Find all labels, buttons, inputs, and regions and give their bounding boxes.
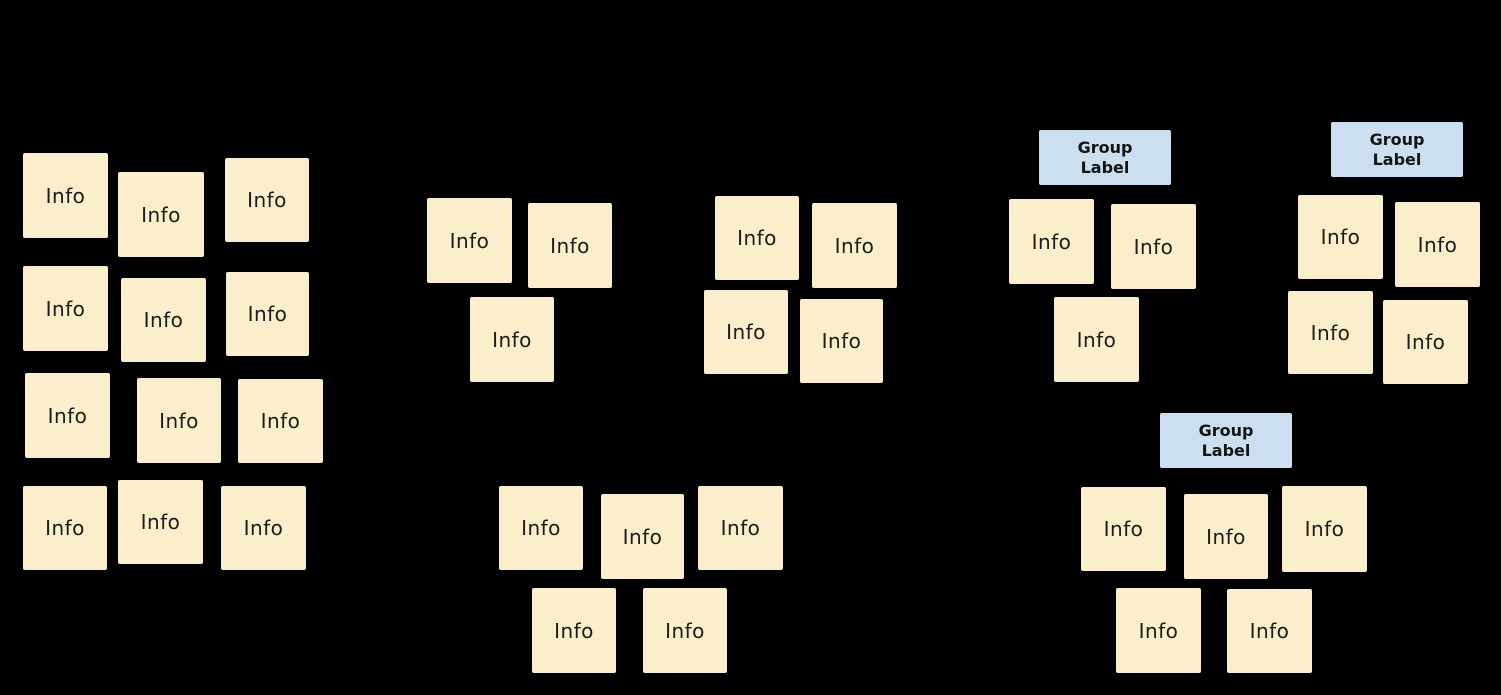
- sticky-note-label: Info: [1103, 517, 1144, 541]
- sticky-note[interactable]: Info: [812, 203, 897, 288]
- sticky-note-label: Info: [1304, 517, 1345, 541]
- sticky-note-label: Info: [140, 510, 181, 534]
- sticky-note[interactable]: Info: [800, 299, 883, 383]
- sticky-note[interactable]: Info: [528, 203, 612, 288]
- sticky-note[interactable]: Info: [226, 272, 309, 356]
- sticky-note-label: Info: [243, 516, 284, 540]
- sticky-note-label: Info: [821, 329, 862, 353]
- sticky-note-label: Info: [1138, 618, 1179, 643]
- sticky-note[interactable]: Info: [1081, 487, 1166, 571]
- sticky-note-label: Info: [1133, 234, 1174, 259]
- sticky-note-label: Info: [737, 226, 777, 250]
- sticky-note-label: Info: [260, 409, 301, 433]
- sticky-note[interactable]: Info: [23, 266, 108, 351]
- group-label-text-line1: Group: [1077, 137, 1133, 157]
- sticky-note[interactable]: Info: [427, 198, 512, 283]
- sticky-note-label: Info: [550, 233, 590, 258]
- sticky-note[interactable]: Info: [1111, 204, 1196, 289]
- sticky-note-label: Info: [554, 618, 594, 643]
- sticky-note[interactable]: Info: [1395, 202, 1480, 287]
- group-label-text-line2: Label: [1080, 157, 1130, 177]
- sticky-note[interactable]: Info: [23, 486, 107, 570]
- sticky-note-label: Info: [143, 308, 184, 332]
- sticky-note-label: Info: [1417, 232, 1458, 257]
- group-label-text-line1: Group: [1369, 129, 1425, 149]
- sticky-note[interactable]: Info: [499, 486, 583, 570]
- sticky-note[interactable]: Info: [704, 290, 788, 374]
- sticky-note-label: Info: [45, 516, 85, 540]
- sticky-note[interactable]: Info: [532, 588, 616, 673]
- sticky-note-label: Info: [1031, 229, 1072, 254]
- sticky-note-label: Info: [247, 188, 287, 212]
- sticky-note-label: Info: [159, 408, 199, 433]
- sticky-note[interactable]: Info: [137, 378, 221, 463]
- sticky-note[interactable]: Info: [1282, 486, 1367, 572]
- sticky-note[interactable]: Info: [698, 486, 783, 570]
- sticky-note-label: Info: [720, 516, 761, 540]
- sticky-note[interactable]: Info: [1009, 199, 1094, 284]
- sticky-note-label: Info: [247, 302, 288, 326]
- sticky-note[interactable]: Info: [238, 379, 323, 463]
- sticky-note-label: Info: [665, 618, 705, 643]
- group-label-text-line2: Label: [1372, 149, 1422, 169]
- sticky-note[interactable]: Info: [1288, 291, 1373, 374]
- sticky-note-label: Info: [141, 202, 181, 227]
- sticky-note-label: Info: [521, 516, 561, 540]
- sticky-note[interactable]: Info: [1054, 297, 1139, 382]
- sticky-note-label: Info: [45, 296, 86, 321]
- sticky-note-label: Info: [492, 327, 532, 352]
- sticky-note[interactable]: Info: [221, 486, 306, 570]
- group-label-text-line1: Group: [1198, 420, 1254, 440]
- sticky-note[interactable]: Info: [1184, 494, 1268, 579]
- sticky-note-label: Info: [1310, 320, 1351, 345]
- sticky-note-label: Info: [1206, 524, 1246, 549]
- sticky-note[interactable]: Info: [470, 297, 554, 382]
- sticky-note-label: Info: [1320, 225, 1361, 249]
- sticky-note-label: Info: [1076, 327, 1117, 352]
- sticky-note-label: Info: [1405, 330, 1446, 354]
- sticky-note[interactable]: Info: [1383, 300, 1468, 384]
- sticky-note-label: Info: [622, 524, 663, 549]
- sticky-note[interactable]: Info: [601, 494, 684, 579]
- sticky-note-label: Info: [1249, 619, 1290, 643]
- sticky-note-label: Info: [47, 403, 88, 428]
- sticky-note[interactable]: Info: [1116, 588, 1201, 673]
- sticky-note-label: Info: [449, 228, 490, 253]
- sticky-note[interactable]: Info: [715, 196, 799, 280]
- sticky-note[interactable]: Info: [118, 172, 204, 257]
- sticky-note[interactable]: Info: [118, 480, 203, 564]
- sticky-note[interactable]: Info: [1227, 589, 1312, 673]
- sticky-note-label: Info: [45, 183, 86, 208]
- group-label-text-line2: Label: [1201, 440, 1251, 460]
- sticky-note[interactable]: Info: [1298, 195, 1383, 279]
- sticky-note[interactable]: Info: [25, 373, 110, 458]
- sticky-note[interactable]: Info: [121, 278, 206, 362]
- sticky-note[interactable]: Info: [643, 588, 727, 673]
- sticky-note-label: Info: [834, 233, 875, 258]
- sticky-note-label: Info: [726, 320, 766, 344]
- sticky-note[interactable]: Info: [23, 153, 108, 238]
- sticky-note[interactable]: Info: [225, 158, 309, 242]
